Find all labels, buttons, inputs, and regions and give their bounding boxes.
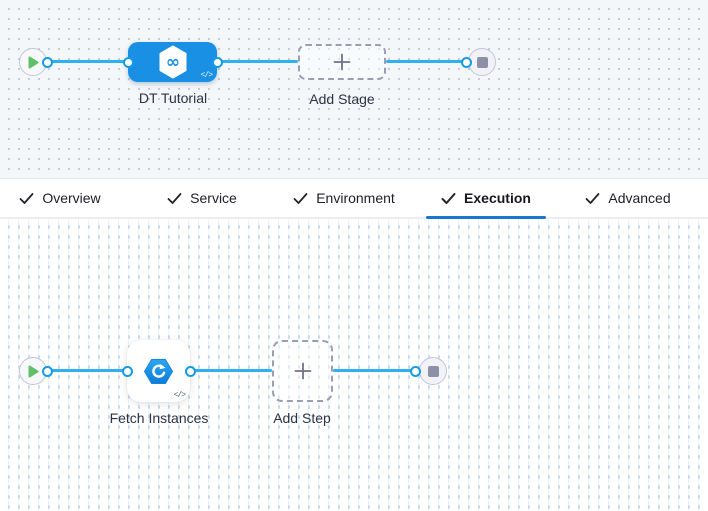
code-badge-icon: </> [173,391,186,400]
port-stage-out[interactable] [211,56,223,68]
execution-end-node[interactable] [419,357,447,385]
tab-environment[interactable]: Environment [284,179,404,217]
add-step-button[interactable] [272,340,333,402]
tab-label: Service [190,190,237,206]
edge-addstage-to-end [386,60,466,63]
edge-addstep-to-end [333,369,415,372]
stage-node-dt-tutorial[interactable]: ∞ </> [128,42,217,82]
tab-service[interactable]: Service [142,179,262,217]
pipeline-hexagon-icon: ∞ [158,45,188,79]
port-end-in[interactable] [409,365,421,377]
check-icon [585,192,600,205]
stop-icon [476,56,488,68]
plus-icon [292,360,314,382]
edge-start-to-step [47,369,128,372]
step-node-label: Fetch Instances [109,410,209,426]
add-step-label: Add Step [273,410,331,426]
check-icon [19,192,34,205]
port-step-out[interactable] [184,365,196,377]
tab-execution[interactable]: Execution [426,179,546,219]
add-stage-label: Add Stage [309,91,375,107]
plus-icon [331,51,353,73]
svg-text:∞: ∞ [165,53,179,73]
tab-label: Advanced [608,190,671,206]
play-icon [28,56,39,69]
edge-start-to-stage [47,60,128,63]
stage-config-tabbar: Overview Service Environment Execution A… [0,178,708,219]
tab-overview[interactable]: Overview [0,179,120,217]
add-stage-button[interactable] [298,44,386,80]
stage-graph-canvas[interactable]: ∞ </> DT Tutorial Add Stage [0,0,708,178]
edge-stage-to-addstage [217,60,298,63]
tab-label: Execution [464,190,531,206]
check-icon [167,192,182,205]
tab-label: Overview [42,190,101,206]
play-icon [28,365,39,378]
edge-step-to-addstep [190,369,272,372]
code-badge-icon: </> [200,71,213,80]
stop-icon [427,365,439,377]
check-icon [441,192,456,205]
port-step-in[interactable] [121,365,133,377]
port-stage-in[interactable] [122,56,134,68]
check-icon [293,192,308,205]
tab-advanced[interactable]: Advanced [568,179,688,217]
execution-graph-canvas[interactable]: </> Fetch Instances Add Step [0,219,708,511]
stage-node-label: DT Tutorial [138,90,208,106]
tab-label: Environment [316,190,395,206]
fetch-instances-icon [143,358,174,385]
port-start-out[interactable] [41,365,53,377]
port-start-out[interactable] [41,56,53,68]
port-end-in[interactable] [460,56,472,68]
step-node-fetch-instances[interactable]: </> [127,340,190,402]
pipeline-end-node[interactable] [468,48,496,76]
